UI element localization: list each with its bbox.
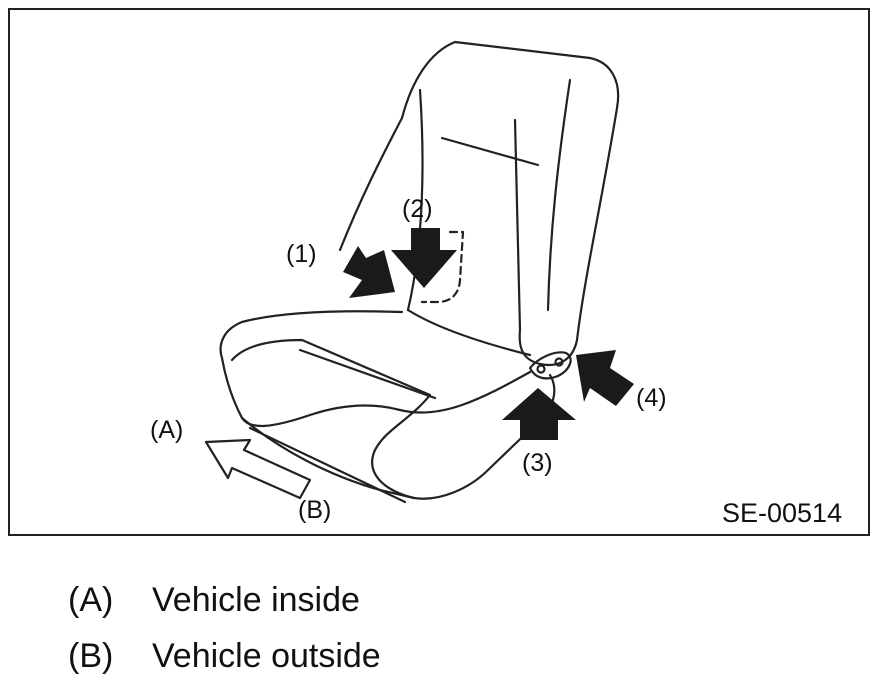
direction-arrow xyxy=(204,438,312,500)
bolt-3 xyxy=(536,364,546,374)
callout-3: (3) xyxy=(522,449,553,477)
hidden-component-dashed xyxy=(420,230,465,304)
legend-key: (B) xyxy=(68,637,114,675)
diagram-frame: (1) (2) (3) (4) (A) (B) SE-00514 xyxy=(8,8,870,536)
seat-diagram: (1) (2) (3) (4) (A) (B) SE-00514 xyxy=(150,40,842,528)
callout-a: (A) xyxy=(150,416,183,444)
legend-key: (A) xyxy=(68,581,114,619)
seat-rail xyxy=(248,426,407,504)
arrow-4 xyxy=(576,350,634,406)
arrow-3 xyxy=(502,388,576,440)
callout-2: (2) xyxy=(402,195,433,223)
cushion-seam xyxy=(298,348,437,400)
legend-item: (A) Vehicle inside xyxy=(68,572,381,628)
callout-4: (4) xyxy=(636,384,667,412)
legend-text: Vehicle outside xyxy=(152,637,381,675)
seatback-seam xyxy=(440,136,540,167)
callout-b: (B) xyxy=(298,496,331,524)
arrow-2 xyxy=(391,228,457,288)
figure-code: SE-00514 xyxy=(722,498,842,528)
seatback-outline xyxy=(338,40,620,367)
seatback-bottom-edge xyxy=(406,308,532,357)
legend-text: Vehicle inside xyxy=(152,581,360,619)
bolt-4 xyxy=(554,357,564,367)
legend-item: (B) Vehicle outside xyxy=(68,628,381,684)
callout-1: (1) xyxy=(286,240,317,268)
arrow-1 xyxy=(343,246,395,298)
recliner-bracket xyxy=(528,351,572,380)
seat-cushion-side xyxy=(240,416,416,500)
seat-cushion-top xyxy=(219,310,532,428)
legend: (A) Vehicle inside (B) Vehicle outside xyxy=(68,572,381,684)
